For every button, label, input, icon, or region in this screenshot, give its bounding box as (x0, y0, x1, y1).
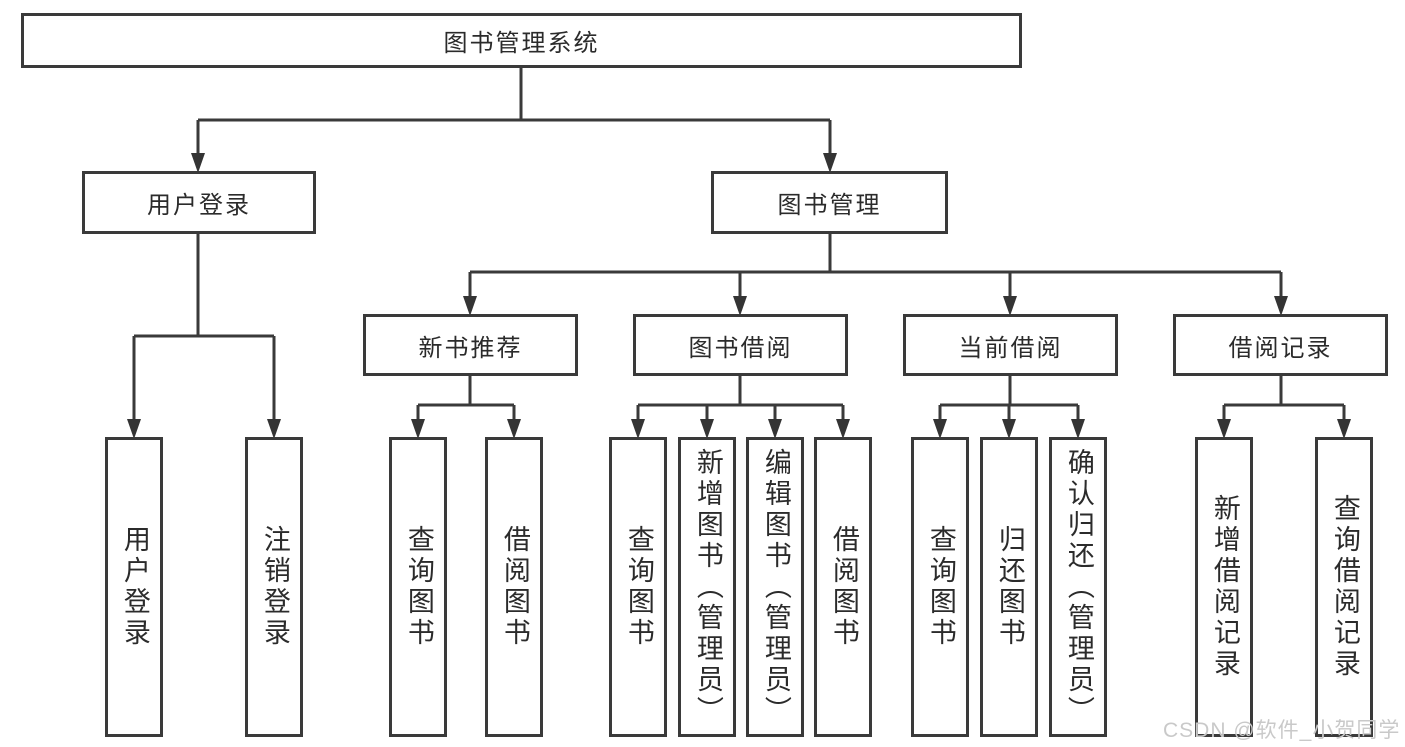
arrow-icon (1217, 419, 1231, 439)
leaf-logout: 注销登录 (245, 437, 303, 737)
arrow-icon (1003, 296, 1017, 316)
arrow-icon (1071, 419, 1085, 439)
arrow-icon (463, 296, 477, 316)
leaf-confirm-return-admin: 确认归还（管理员） (1049, 437, 1107, 737)
arrow-icon (631, 419, 645, 439)
connector-records-to-leaves (1222, 376, 1346, 419)
leaf-borrow-books-recommend: 借阅图书 (485, 437, 543, 737)
arrow-icon (700, 419, 714, 439)
csdn-watermark: CSDN @软件_小贺同学 (1163, 719, 1401, 742)
leaf-query-books-current: 查询图书 (911, 437, 969, 737)
connector-bookborrow-to-leaves (636, 376, 845, 419)
connector-userlogin-to-leaves (132, 234, 276, 419)
node-book-borrowing: 图书借阅 (633, 314, 848, 376)
arrow-icon (768, 419, 782, 439)
leaf-add-borrow-record: 新增借阅记录 (1195, 437, 1253, 737)
arrow-icon (1002, 419, 1016, 439)
connector-bookmgmt-to-level3 (468, 234, 1283, 296)
arrow-icon (191, 153, 205, 173)
arrow-icon (823, 153, 837, 173)
leaf-add-books-admin: 新增图书（管理员） (678, 437, 736, 737)
connector-currentborrow-to-leaves (938, 376, 1080, 419)
arrow-icon (1274, 296, 1288, 316)
leaf-return-books: 归还图书 (980, 437, 1038, 737)
node-current-borrowing: 当前借阅 (903, 314, 1118, 376)
leaf-query-borrow-record: 查询借阅记录 (1315, 437, 1373, 737)
leaf-query-books-borrowing: 查询图书 (609, 437, 667, 737)
arrow-icon (836, 419, 850, 439)
leaf-user-login: 用户登录 (105, 437, 163, 737)
connector-newbook-to-leaves (416, 376, 516, 419)
node-new-book-recommend: 新书推荐 (363, 314, 578, 376)
arrow-icon (933, 419, 947, 439)
arrow-icon (733, 296, 747, 316)
connector-root-to-level2 (196, 68, 832, 153)
arrow-icon (267, 419, 281, 439)
arrow-icon (411, 419, 425, 439)
leaf-borrow-books-borrowing: 借阅图书 (814, 437, 872, 737)
node-user-login: 用户登录 (82, 171, 316, 234)
arrow-icon (507, 419, 521, 439)
arrow-icon (1337, 419, 1351, 439)
arrow-icon (127, 419, 141, 439)
node-book-management: 图书管理 (711, 171, 948, 234)
leaf-edit-books-admin: 编辑图书（管理员） (746, 437, 804, 737)
leaf-query-books-recommend: 查询图书 (389, 437, 447, 737)
node-root: 图书管理系统 (21, 13, 1022, 68)
node-borrowing-records: 借阅记录 (1173, 314, 1388, 376)
